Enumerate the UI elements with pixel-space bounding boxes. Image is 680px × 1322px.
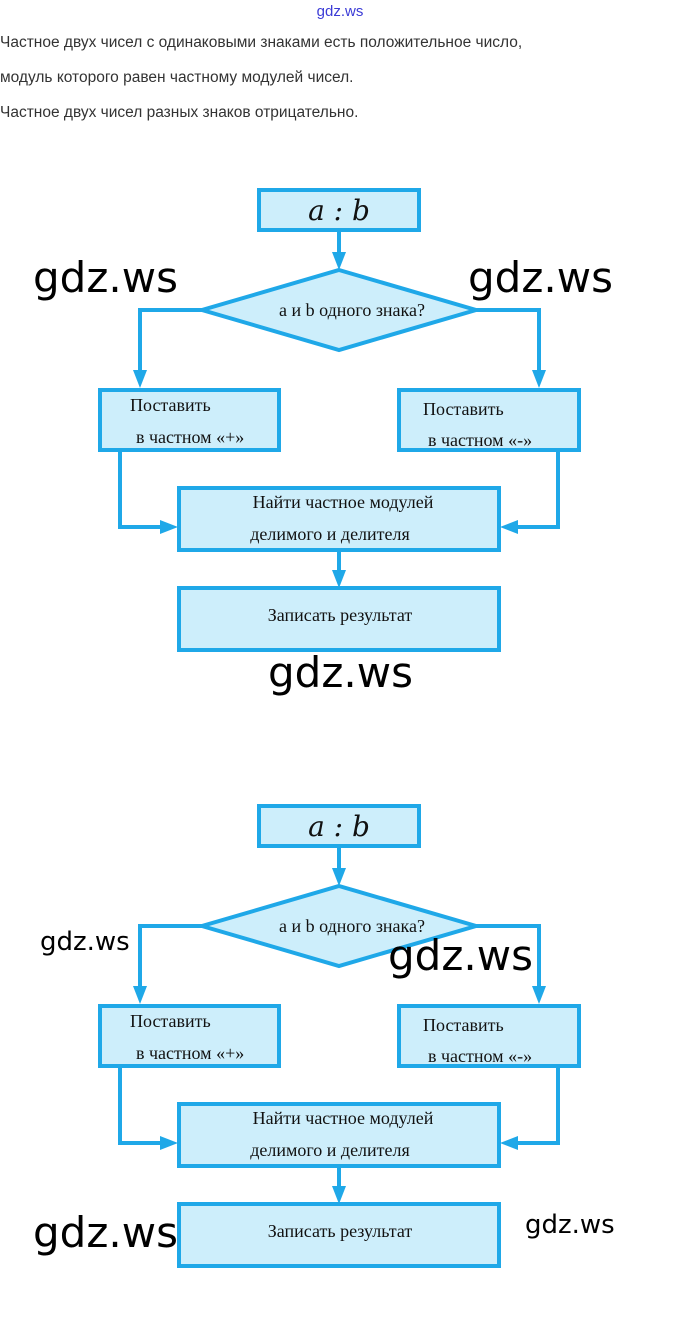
watermark: gdz.ws: [33, 253, 178, 302]
start-box: [257, 804, 421, 848]
minus-sign-box: [397, 388, 581, 452]
plus-box-line-1: Поставить: [130, 1011, 211, 1031]
arrow-right-middle: [512, 1066, 560, 1145]
plus-box-line-1: Поставить: [130, 395, 211, 415]
middle-box-line-1: Найти частное модулей: [253, 1108, 434, 1128]
arrowhead: [332, 1186, 346, 1204]
arrow-no-right: [476, 308, 541, 376]
watermark: gdz.ws: [33, 1208, 178, 1257]
arrowhead: [532, 986, 546, 1004]
arrow-yes-left: [138, 924, 202, 992]
start-label: a : b: [308, 810, 370, 843]
site-header-link[interactable]: gdz.ws: [316, 3, 364, 20]
result-box: [177, 586, 501, 652]
rule-text-line-1: Частное двух чисел с одинаковыми знаками…: [0, 34, 523, 51]
arrowhead: [332, 868, 346, 886]
start-label: a : b: [308, 194, 370, 227]
start-box: [257, 188, 421, 232]
decision-diamond: [194, 883, 484, 969]
watermark: gdz.ws: [268, 648, 413, 697]
middle-box-line-2: делимого и делителя: [250, 1140, 410, 1160]
arrow-right-middle: [512, 450, 560, 529]
minus-box-line-2: в частном «-»: [428, 430, 532, 450]
arrowhead: [500, 1136, 518, 1150]
minus-box-line-1: Поставить: [423, 399, 504, 419]
arrow-left-middle: [118, 450, 166, 529]
plus-sign-box: [98, 1004, 281, 1068]
result-box-label: Записать результат: [268, 605, 413, 625]
rule-text-line-3: Частное двух чисел разных знаков отрицат…: [0, 104, 359, 121]
middle-box-line-2: делимого и делителя: [250, 524, 410, 544]
plus-box-line-2: в частном «+»: [136, 1043, 244, 1063]
result-box-label: Записать результат: [268, 1221, 413, 1241]
arrowhead: [500, 520, 518, 534]
minus-box-line-1: Поставить: [423, 1015, 504, 1035]
arrowhead: [160, 1136, 178, 1150]
result-box: [177, 1202, 501, 1268]
plus-box-line-2: в частном «+»: [136, 427, 244, 447]
decision-label: a и b одного знака?: [279, 300, 425, 320]
arrowhead: [332, 570, 346, 588]
arrowhead: [133, 370, 147, 388]
watermark: gdz.ws: [525, 1210, 615, 1240]
middle-box-line-1: Найти частное модулей: [253, 492, 434, 512]
arrow-yes-left: [138, 308, 202, 376]
watermark: gdz.ws: [40, 927, 130, 957]
plus-sign-box: [98, 388, 281, 452]
minus-box-line-2: в частном «-»: [428, 1046, 532, 1066]
watermark: gdz.ws: [388, 931, 533, 980]
flowchart-1: a : b a и b одного знака? Поставить в ча…: [98, 188, 581, 652]
arrow-left-middle: [118, 1066, 166, 1145]
arrowhead: [160, 520, 178, 534]
modulus-quotient-box: [177, 486, 501, 552]
flowchart-2: a : b a и b одного знака? Поставить в ча…: [98, 804, 581, 1268]
rule-text-line-2: модуль которого равен частному модулей ч…: [0, 69, 354, 86]
arrowhead: [133, 986, 147, 1004]
decision-label: a и b одного знака?: [279, 916, 425, 936]
arrowhead: [332, 252, 346, 270]
decision-diamond: [194, 267, 484, 353]
minus-sign-box: [397, 1004, 581, 1068]
arrowhead: [532, 370, 546, 388]
arrow-no-right: [476, 924, 541, 992]
watermark: gdz.ws: [468, 253, 613, 302]
